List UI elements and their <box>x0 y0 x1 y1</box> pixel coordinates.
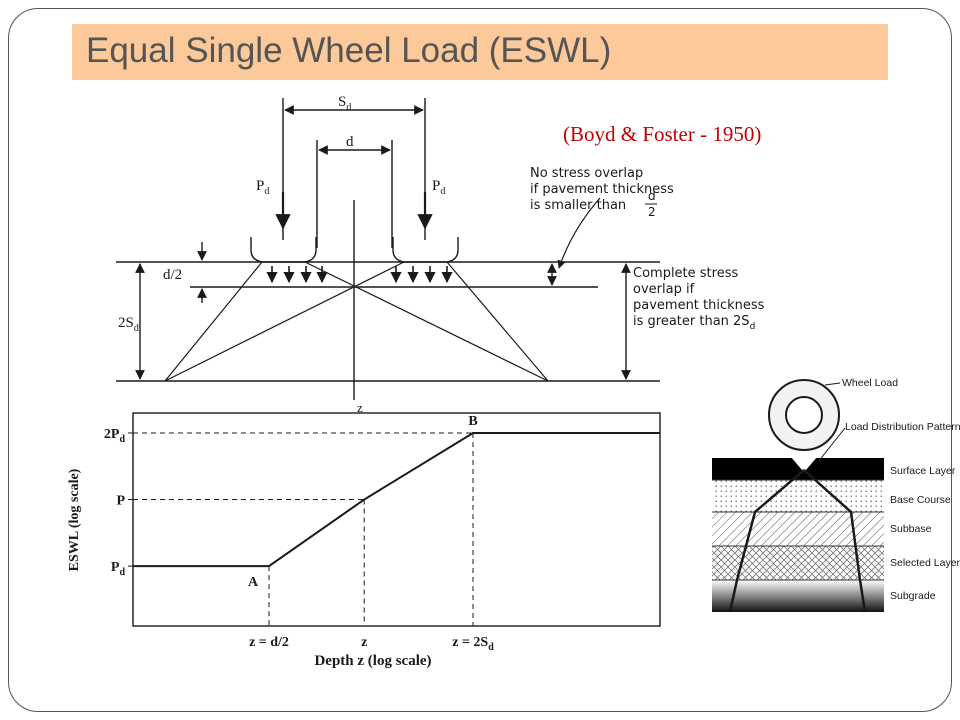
layer-surface <box>712 458 884 480</box>
layer-label-surface: Surface Layer <box>890 465 956 477</box>
x-tick-label: z = d/2 <box>249 635 289 650</box>
point-label-A: A <box>248 575 259 590</box>
layer-subgrade <box>712 580 884 612</box>
note-no-overlap-line3: is smaller than <box>530 198 626 213</box>
layer-subbase <box>712 512 884 546</box>
tyre-right <box>392 237 459 263</box>
note-overlap-line2: overlap if <box>633 282 695 297</box>
note-overlap-line3: pavement thickness <box>633 298 765 313</box>
distribution-line-right <box>803 469 867 613</box>
load-left-label: Pd <box>256 178 269 197</box>
x-tick-label: z = 2Sd <box>452 635 494 653</box>
fraction-denominator: 2 <box>648 205 656 219</box>
distribution-label: Load Distribution Pattern <box>845 421 960 433</box>
note-no-overlap-line1: No stress overlap <box>530 166 643 181</box>
slide-title: Equal Single Wheel Load (ESWL) <box>86 31 612 70</box>
y-tick-label: P <box>116 494 125 509</box>
layer-label-base: Base Course <box>890 494 951 506</box>
chart-guides <box>128 432 474 626</box>
slide-frame <box>8 8 952 712</box>
layer-base <box>712 480 884 512</box>
top-diagram <box>116 98 660 400</box>
note-overlap-line4: is greater than 2Sd <box>633 314 755 332</box>
note-leader <box>557 197 601 269</box>
chart-ylabel: ESWL (log scale) <box>67 468 82 571</box>
pavement-layers: Wheel Load Load Distribution Pattern Sur… <box>712 377 960 613</box>
spacing-label: Sd <box>338 94 351 113</box>
stress-arrows-right <box>390 266 453 284</box>
top-diagram-labels: Sd d Pd Pd d/2 2Sd z No stress overlap i… <box>118 94 765 415</box>
title-bar: Equal Single Wheel Load (ESWL) <box>72 24 888 80</box>
note-no-overlap-line2: if pavement thickness <box>530 182 674 197</box>
distribution-line-left <box>728 469 805 613</box>
fraction-numerator: d <box>648 189 656 203</box>
chart-xlabel: Depth z (log scale) <box>314 653 431 669</box>
layer-label-selected: Selected Layers <box>890 557 960 569</box>
note-overlap-line1: Complete stress <box>633 266 738 281</box>
distribution-leader <box>817 427 846 463</box>
point-label-B: B <box>468 414 477 429</box>
x-tick-label: z <box>361 635 367 650</box>
half-d-label: d/2 <box>163 267 182 283</box>
wheel-load-leader <box>824 382 841 386</box>
layer-labels: Wheel Load Load Distribution Pattern Sur… <box>842 377 960 602</box>
depth-label: 2Sd <box>118 315 139 334</box>
layer-label-subgrade: Subgrade <box>890 590 936 602</box>
citation: (Boyd & Foster - 1950) <box>563 122 762 146</box>
tyre-left <box>250 237 317 263</box>
stress-distribution-lines <box>164 261 549 382</box>
load-right-label: Pd <box>432 178 445 197</box>
eswl-series-line <box>133 431 660 568</box>
y-tick-label: 2Pd <box>104 427 126 445</box>
z-axis-label: z <box>357 400 363 415</box>
stress-arrows-left <box>266 266 328 284</box>
layer-label-subbase: Subbase <box>890 523 932 535</box>
gap-label: d <box>346 134 354 150</box>
chart-frame <box>132 412 661 627</box>
y-tick-label: Pd <box>111 560 126 578</box>
wheel-load-label: Wheel Load <box>842 377 898 389</box>
wheel-hub-icon <box>785 396 823 434</box>
